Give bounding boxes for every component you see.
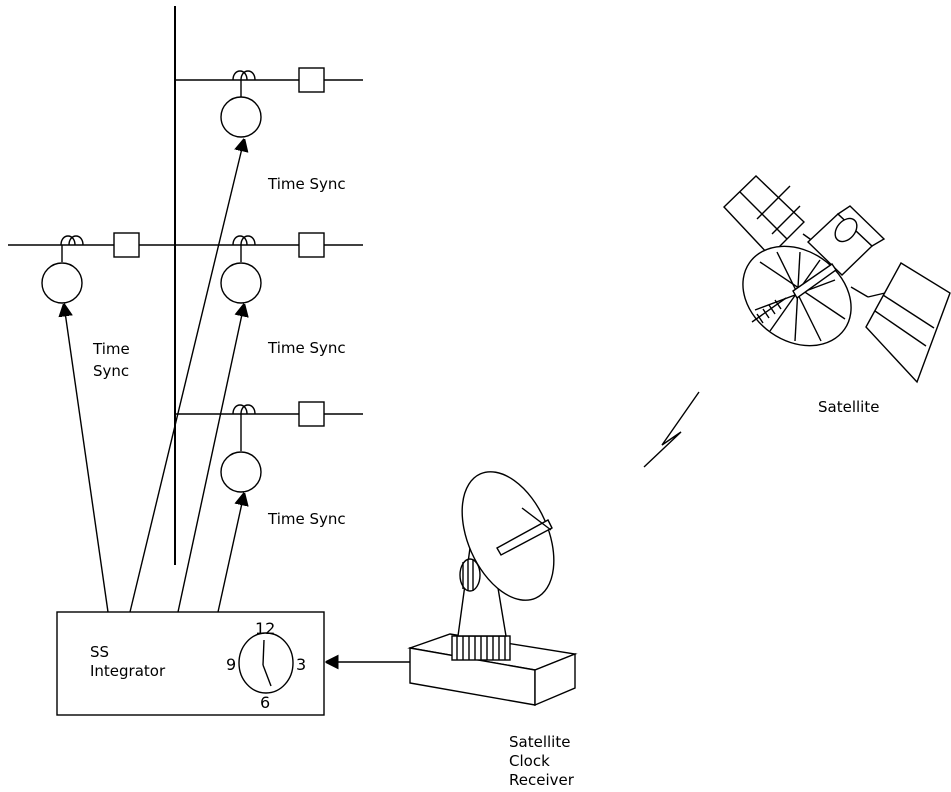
integrator-label-2: Integrator (90, 662, 166, 680)
clock-icon: 12 3 6 9 (226, 619, 306, 712)
breaker-left (113, 232, 140, 258)
time-sync-device-1 (220, 96, 262, 138)
time-sync-label-left-1: Time (92, 340, 130, 358)
receiver-label-2: Clock (509, 752, 550, 770)
breaker-3 (298, 401, 325, 427)
time-sync-label-1: Time Sync (267, 175, 346, 193)
clock-6: 6 (260, 693, 270, 712)
time-sync-label-2: Time Sync (267, 339, 346, 357)
ss-integrator: SS Integrator 12 3 6 9 (56, 611, 325, 716)
satellite-label: Satellite (818, 398, 879, 416)
time-sync-device-3 (220, 451, 262, 493)
time-sync-label-left-2: Sync (93, 362, 129, 380)
clock-9: 9 (226, 655, 236, 674)
time-sync-label-3: Time Sync (267, 510, 346, 528)
time-sync-device-2 (220, 262, 262, 304)
feeder-1 (175, 67, 363, 138)
receiver-label-3: Receiver (509, 771, 575, 789)
breaker-2 (298, 232, 325, 258)
clock-3: 3 (296, 655, 306, 674)
feeder-3 (175, 401, 363, 493)
sync-signal-arrows (64, 140, 244, 613)
feeder-left (8, 232, 175, 304)
breaker-1 (298, 67, 325, 93)
satellite-icon (723, 175, 951, 384)
current-transformer-3 (232, 404, 256, 415)
radio-link-icon (643, 391, 700, 468)
time-sync-device-left (41, 262, 83, 304)
clock-12: 12 (255, 619, 275, 638)
integrator-label-1: SS (90, 643, 109, 661)
current-transformer-1 (232, 70, 256, 81)
receiver-label-1: Satellite (509, 733, 570, 751)
satellite-clock-receiver (407, 471, 578, 707)
feeder-2 (175, 232, 363, 304)
current-transformer-left (60, 235, 84, 246)
current-transformer-2 (232, 235, 256, 246)
